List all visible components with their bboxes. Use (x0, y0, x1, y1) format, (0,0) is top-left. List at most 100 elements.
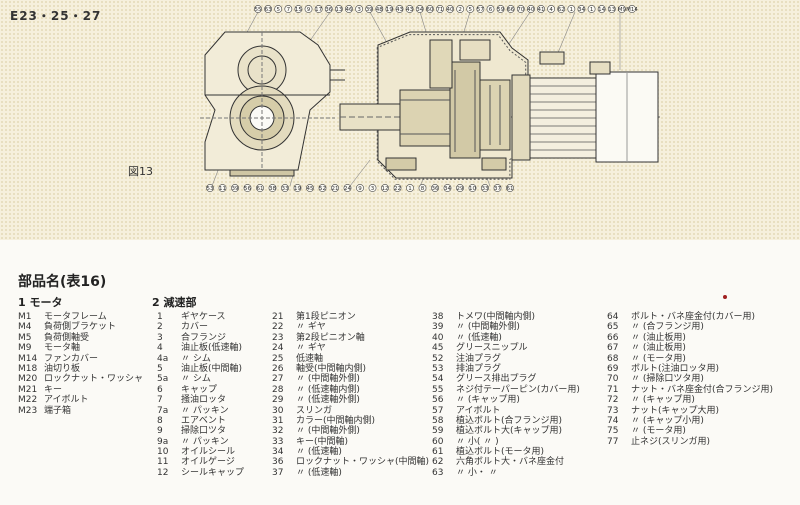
callout-number: 55 (255, 7, 262, 13)
callout-circle (617, 5, 626, 13)
part-row: 27〃 (中間軸外側) (272, 374, 429, 384)
callout-circle (446, 5, 454, 13)
end-view (200, 31, 345, 177)
callout-number: 61 (257, 186, 264, 192)
callout-number: 9 (307, 7, 311, 13)
part-number: 32 (272, 426, 284, 437)
callout-number: 6 (489, 7, 493, 13)
part-number: 4 (157, 343, 163, 354)
callout-number: 17 (315, 7, 322, 13)
callout-number: 66 (507, 7, 514, 13)
part-name: 〃 (中間軸外側) (456, 322, 520, 333)
callout-circle (587, 5, 596, 13)
callout-circle (324, 5, 333, 13)
callout-circle (365, 5, 374, 13)
part-row: 63〃 小・ 〃 (432, 468, 580, 478)
part-name: 〃 パッキン (181, 405, 229, 416)
part-number: M14 (18, 353, 38, 364)
part-name: 第2段ピニオン軸 (296, 332, 365, 343)
part-number: 4a (157, 353, 169, 364)
callout-number: 38 (269, 186, 276, 192)
callout-circle (334, 5, 343, 13)
part-number: 3 (157, 332, 163, 343)
part-name: 〃 シム (181, 353, 211, 364)
part-name: 油止板(低速軸) (181, 343, 243, 354)
callout-circle (356, 184, 364, 192)
part-name: キャップ (181, 384, 218, 395)
part-row: 60〃 小( 〃 ) (432, 437, 580, 447)
part-number: 57 (432, 405, 444, 416)
callout-number: 56 (244, 186, 251, 192)
part-number: 72 (607, 395, 619, 406)
callout-number: 9 (358, 186, 362, 192)
part-number: 67 (607, 343, 619, 354)
part-number: M22 (18, 395, 38, 406)
callout-number: 3 (357, 7, 361, 13)
part-name: 〃 小( 〃 ) (456, 436, 499, 447)
part-name: 〃 (モータ用) (631, 426, 686, 437)
part-name: 止ネジ(スリンガ用) (631, 436, 711, 447)
part-name: 端子箱 (44, 405, 72, 416)
part-name: キー (44, 384, 63, 395)
part-row: 7a〃 パッキン (157, 406, 244, 416)
callout-number: 24 (344, 186, 351, 192)
callout-number: 53 (207, 186, 214, 192)
part-number: 25 (272, 353, 284, 364)
part-number: M9 (18, 343, 32, 354)
callout-circle (306, 184, 314, 192)
part-name: モータフレーム (44, 312, 107, 322)
part-number: 12 (157, 467, 169, 478)
callout-number: 70 (517, 7, 524, 13)
callout-number: 40 (527, 7, 534, 13)
part-number: 71 (607, 384, 619, 395)
callout-circle (281, 184, 289, 192)
callout-circle (345, 5, 353, 13)
callout-circle (486, 5, 495, 13)
part-name: シールキャップ (181, 467, 245, 478)
callout-circle (331, 184, 339, 192)
callout-circle (375, 5, 384, 13)
part-row: 4a 〃 シム (157, 354, 244, 364)
part-number: 7 (157, 395, 163, 406)
part-number: M23 (18, 405, 38, 416)
part-name: トメワ(中間軸内側) (456, 312, 536, 322)
callout-circle (496, 5, 505, 13)
reducer-heading: 2 減速部 (152, 296, 197, 309)
model-label: E23・25・27 (10, 9, 102, 23)
callout-circle (456, 184, 464, 192)
callout-number: 57 (477, 7, 484, 13)
part-name: エアベント (181, 415, 226, 426)
part-number: 37 (272, 467, 284, 478)
part-row: 29〃 (低速軸外側) (272, 395, 429, 405)
callout-circle (481, 184, 489, 192)
part-name: 植込ボルト(モータ用) (456, 447, 545, 458)
part-name: オイルゲージ (181, 457, 235, 468)
part-name: 〃 (低速軸外側) (296, 395, 360, 406)
callout-circle (268, 184, 277, 192)
callout-circle (516, 5, 525, 13)
part-name: ボルト・バネ座金付(カバー用) (631, 312, 756, 322)
part-row: 40〃 (低速軸) (432, 333, 580, 343)
callout-circle (567, 5, 576, 13)
callout-number: 52 (319, 186, 326, 192)
part-name: 〃 ギヤ (296, 322, 326, 333)
part-name: 六角ボルト大・バネ座金付 (456, 457, 565, 468)
callout-circle (547, 5, 556, 13)
part-name: 〃 (低速軸) (296, 447, 342, 458)
part-number: 40 (432, 332, 444, 343)
part-name: 〃 ギヤ (296, 343, 326, 354)
callout-number: 34 (578, 7, 585, 13)
part-name: カラー(中間軸内側) (296, 415, 376, 426)
callout-number: 14 (598, 7, 605, 13)
